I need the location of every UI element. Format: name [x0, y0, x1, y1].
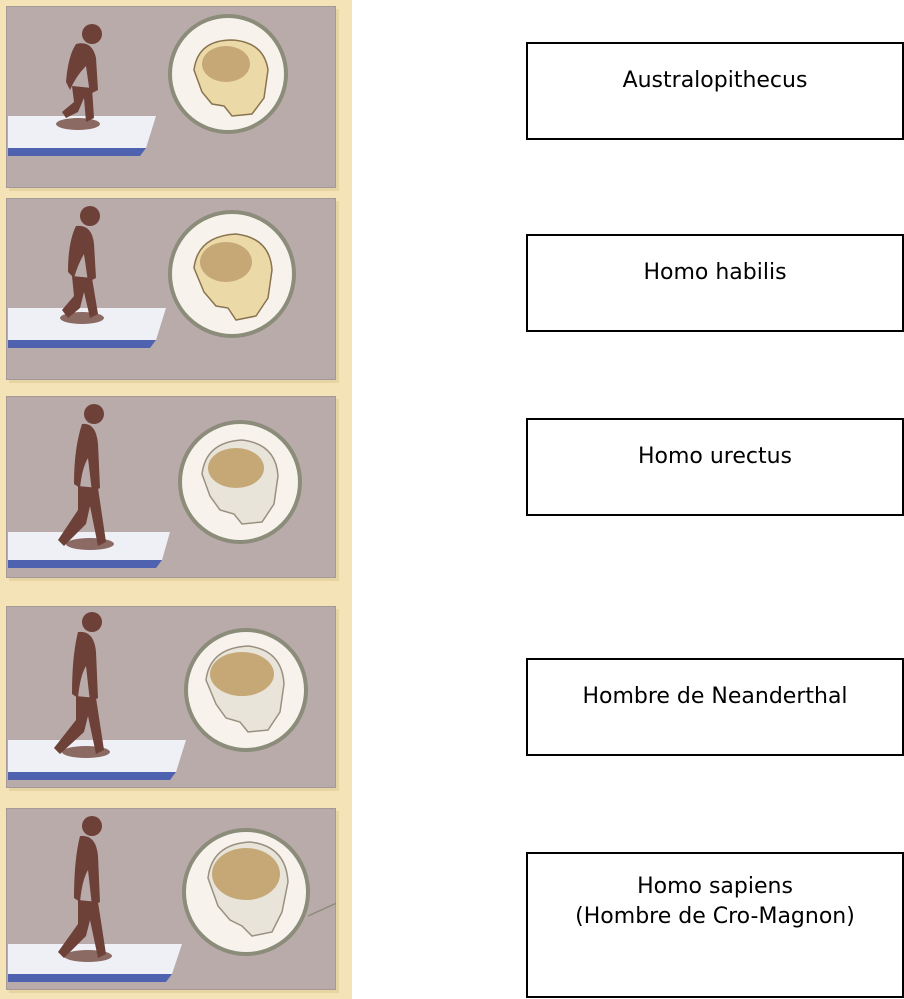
- label-text: Homo urectus: [528, 442, 902, 472]
- hominid-figure-icon: [58, 404, 106, 546]
- hominid-figure-icon: [58, 816, 106, 958]
- platform-edge: [8, 340, 156, 348]
- brain-icon: [212, 848, 280, 900]
- pointer-line: [308, 896, 336, 916]
- label-text: Homo habilis: [528, 258, 902, 288]
- evolution-panel-1: [6, 6, 336, 188]
- hominid-figure-icon: [54, 612, 104, 754]
- label-text: Homo sapiens: [528, 872, 902, 902]
- hominid-figure-icon: [62, 206, 100, 318]
- platform-edge: [8, 560, 162, 568]
- brain-icon: [208, 448, 264, 488]
- figure-shadow: [66, 538, 114, 550]
- evolution-panel-4: [6, 606, 336, 788]
- label-text: Hombre de Neanderthal: [528, 682, 902, 712]
- label-subtext: (Hombre de Cro-Magnon): [528, 902, 902, 932]
- platform-edge: [8, 974, 172, 982]
- evolution-panel-5: [6, 808, 336, 990]
- evolution-panel-3: [6, 396, 336, 578]
- label-box-australopithecus: Australopithecus: [526, 42, 904, 140]
- label-text: Australopithecus: [528, 66, 902, 96]
- brain-icon: [210, 652, 274, 696]
- hominid-figure-icon: [62, 24, 102, 122]
- label-box-homo-sapiens: Homo sapiens (Hombre de Cro-Magnon): [526, 852, 904, 998]
- figure-shadow: [56, 118, 100, 130]
- brain-icon: [202, 46, 250, 82]
- evolution-panel-2: [6, 198, 336, 380]
- platform-edge: [8, 772, 176, 780]
- label-box-neanderthal: Hombre de Neanderthal: [526, 658, 904, 756]
- brain-icon: [200, 242, 252, 282]
- label-box-homo-urectus: Homo urectus: [526, 418, 904, 516]
- platform-edge: [8, 148, 146, 156]
- label-box-homo-habilis: Homo habilis: [526, 234, 904, 332]
